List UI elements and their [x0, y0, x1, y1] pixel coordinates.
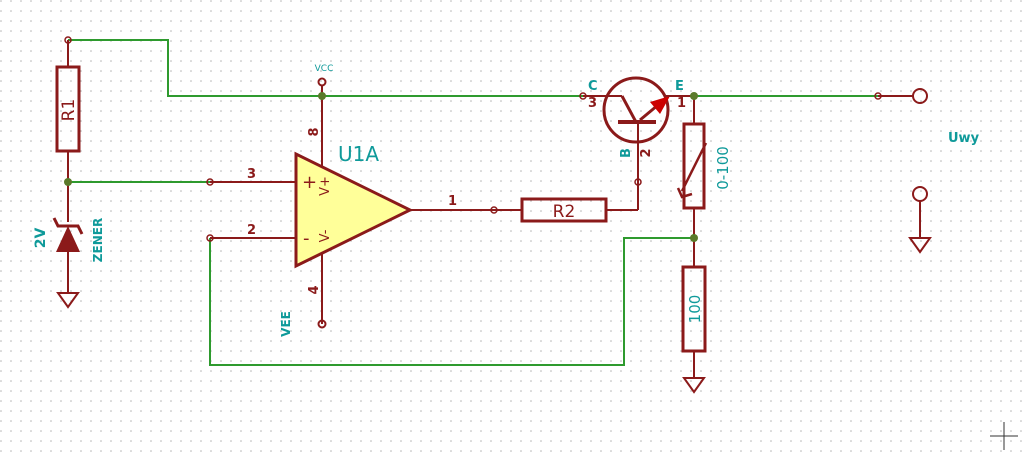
transistor-c-label: C [588, 79, 598, 94]
output-terminal-top[interactable] [874, 88, 928, 104]
variable-resistor[interactable]: 0-100 [676, 96, 732, 238]
opamp-in-plus-sign: + [302, 172, 317, 193]
junction-vcc [318, 92, 326, 100]
r100-label: 100 [686, 295, 704, 324]
vcc-label: VCC [315, 64, 334, 74]
transistor-pin-e: 1 [677, 96, 686, 111]
opamp-vminus-label: V- [318, 229, 333, 242]
r2-label: R2 [553, 202, 576, 222]
r1-label: R1 [59, 99, 79, 122]
pin-vcc-number: 8 [307, 127, 322, 136]
opamp-u1a[interactable]: U1A + - V+ V- 3 2 1 8 4 [206, 96, 498, 329]
pin-vee-number: 4 [307, 285, 322, 294]
zener-diode[interactable]: 2V ZENER [33, 182, 105, 293]
resistor-100[interactable]: 100 [681, 238, 707, 378]
transistor-npn[interactable]: C E B 3 1 2 [579, 76, 694, 210]
wire-feedback [209, 237, 694, 366]
junction-emitter [690, 92, 698, 100]
wires [68, 39, 878, 366]
resistor-r2[interactable]: R2 [494, 197, 638, 223]
opamp-in-minus-sign: - [303, 228, 310, 249]
vee-label: VEE [279, 311, 293, 337]
vee-power-port: VEE [279, 311, 293, 337]
transistor-pin-c: 3 [588, 96, 597, 111]
zener-name-label: ZENER [91, 218, 105, 262]
junction-dots [64, 92, 698, 242]
opamp-ref-label: U1A [338, 142, 379, 166]
opamp-vplus-label: V+ [318, 176, 333, 196]
wire-r1-top-to-vcc [68, 39, 583, 97]
transistor-pin-b: 2 [639, 148, 654, 157]
output-label: Uwy [948, 131, 980, 146]
junction-r1-zener [64, 178, 72, 186]
pin-in-minus-number: 2 [247, 223, 256, 238]
pin-out-number: 1 [448, 194, 457, 209]
transistor-e-label: E [675, 79, 684, 94]
ground-r100 [682, 377, 706, 394]
resistor-r1[interactable]: R1 [55, 36, 81, 182]
transistor-b-label: B [619, 148, 634, 158]
pin-in-plus-number: 3 [247, 167, 256, 182]
junction-feedback [690, 234, 698, 242]
ground-zener [56, 292, 80, 309]
pot-value-label: 0-100 [714, 146, 732, 190]
output-terminal-bottom[interactable] [908, 186, 932, 254]
zener-value-label: 2V [33, 228, 49, 249]
crosshair-cursor [990, 422, 1018, 450]
